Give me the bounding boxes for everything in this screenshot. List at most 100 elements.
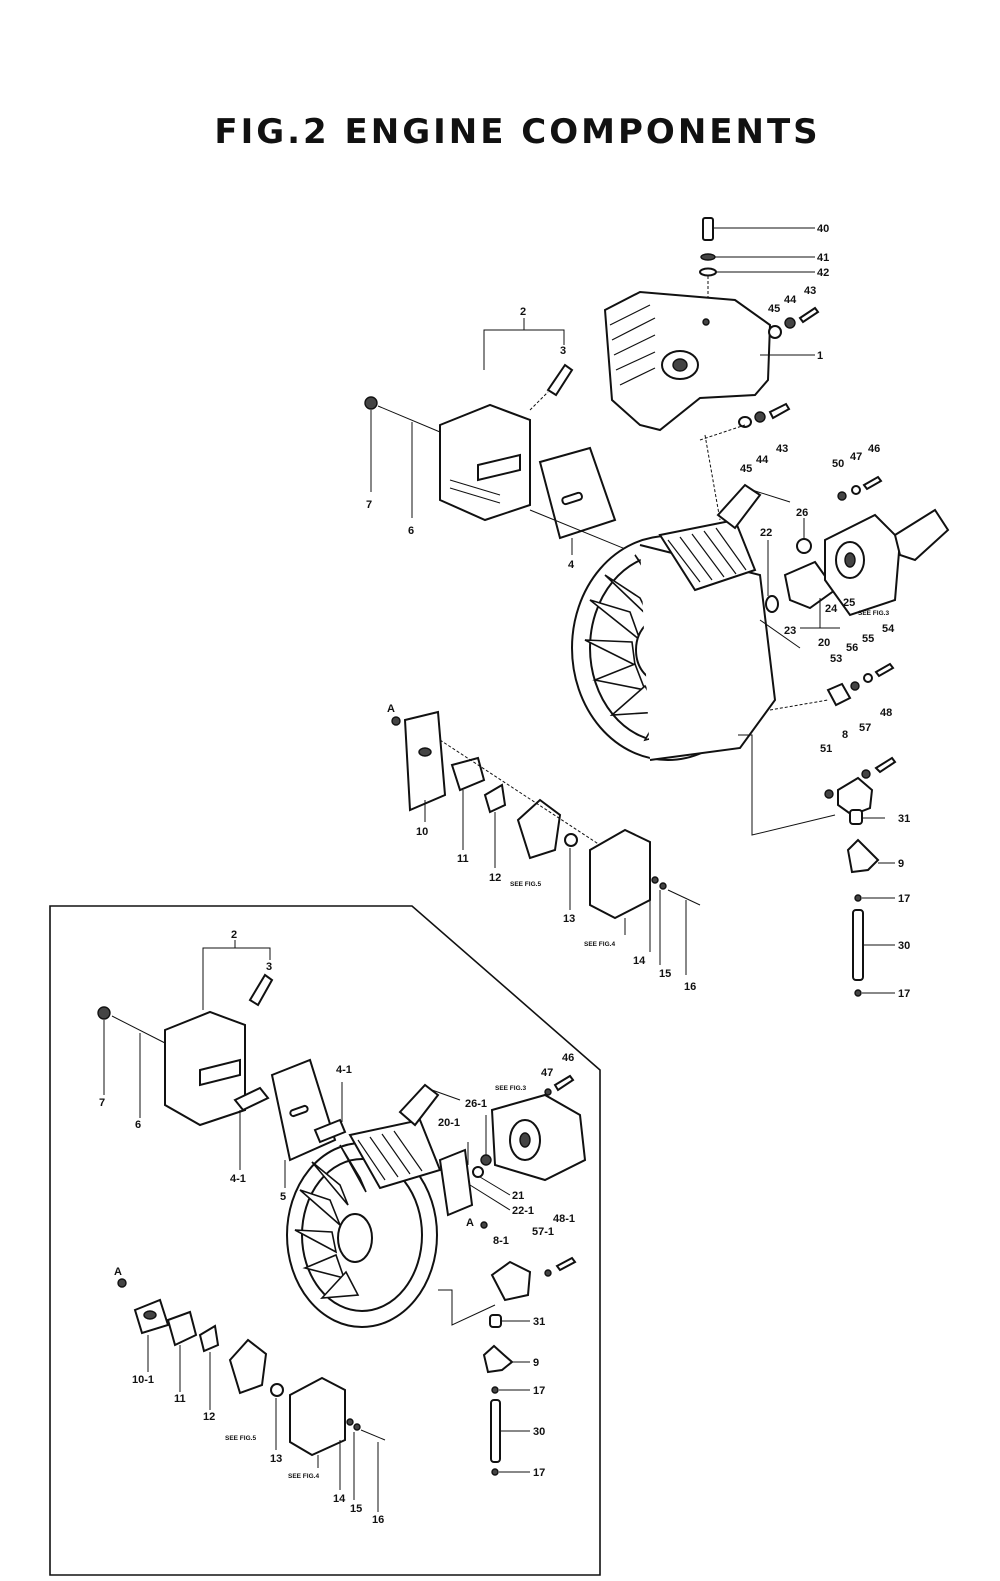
inset-label-47: 47 xyxy=(541,1067,553,1079)
muffler xyxy=(439,318,574,522)
inset-label-14: 14 xyxy=(333,1493,346,1505)
inset-label-10-1: 10-1 xyxy=(132,1374,154,1386)
inset-bracket xyxy=(438,1221,577,1326)
inset-label-22-1: 22-1 xyxy=(512,1205,534,1217)
inset-variant-view: 2 3 7 6 4-1 4-1 5 47 46 26-1 20-1 21 22-… xyxy=(49,905,601,1576)
inset-label-30: 30 xyxy=(533,1426,545,1438)
label-17b: 17 xyxy=(898,988,910,1000)
label-11: 11 xyxy=(457,853,469,865)
label-2: 2 xyxy=(520,306,526,318)
bracket-53-56 xyxy=(769,662,895,711)
inset-fuel-pickup xyxy=(482,1314,530,1476)
inset-label-4-1a: 4-1 xyxy=(336,1064,352,1076)
label-45b: 45 xyxy=(740,463,752,475)
label-9: 9 xyxy=(898,858,904,870)
label-23: 23 xyxy=(784,625,796,637)
inset-starter xyxy=(438,1074,587,1217)
label-43: 43 xyxy=(804,285,816,297)
label-24: 24 xyxy=(825,603,838,615)
label-50: 50 xyxy=(832,458,844,470)
label-42: 42 xyxy=(817,267,829,279)
label-17a: 17 xyxy=(898,893,910,905)
inset-label-11: 11 xyxy=(174,1393,186,1405)
starter-screws xyxy=(837,475,883,501)
fuel-pickup-main xyxy=(846,809,895,997)
label-22: 22 xyxy=(760,527,772,539)
inset-label-17a: 17 xyxy=(533,1385,545,1397)
label-8: 8 xyxy=(842,729,848,741)
inset-gaskets xyxy=(233,1058,347,1188)
inset-engine xyxy=(286,1083,461,1328)
inset-ref-see-fig5: SEE FIG.5 xyxy=(225,1435,256,1442)
ref-see-fig4: SEE FIG.4 xyxy=(584,941,615,948)
label-30: 30 xyxy=(898,940,910,952)
label-A: A xyxy=(387,703,395,715)
inset-label-2: 2 xyxy=(231,929,237,941)
carburetor-side xyxy=(391,710,701,975)
inset-label-17b: 17 xyxy=(533,1467,545,1479)
main-exploded-view: 40 41 42 43 44 45 1 2 3 7 6 45 44 43 50 … xyxy=(364,217,950,1000)
label-4: 4 xyxy=(568,559,575,571)
label-13: 13 xyxy=(563,913,575,925)
inset-label-13: 13 xyxy=(270,1453,282,1465)
label-44b: 44 xyxy=(756,454,769,466)
top-bolt-stack xyxy=(699,217,815,320)
label-3: 3 xyxy=(560,345,566,357)
cylinder-cover xyxy=(603,290,815,432)
inset-carburetor-side xyxy=(117,1278,386,1512)
label-26: 26 xyxy=(796,507,808,519)
label-45: 45 xyxy=(768,303,780,315)
label-48: 48 xyxy=(880,707,892,719)
inset-label-6: 6 xyxy=(135,1119,141,1131)
label-46: 46 xyxy=(868,443,880,455)
label-54: 54 xyxy=(882,623,895,635)
inset-label-20-1: 20-1 xyxy=(438,1117,460,1129)
label-7: 7 xyxy=(366,499,372,511)
label-6: 6 xyxy=(408,525,414,537)
inset-part-labels: 2 3 7 6 4-1 4-1 5 47 46 26-1 20-1 21 22-… xyxy=(99,929,575,1526)
inset-label-26-1: 26-1 xyxy=(465,1098,487,1110)
inset-label-7: 7 xyxy=(99,1097,105,1109)
label-14: 14 xyxy=(633,955,646,967)
ref-see-fig3: SEE FIG.3 xyxy=(858,610,889,617)
cover-screws-lower xyxy=(699,402,791,441)
inset-ref-see-fig4: SEE FIG.4 xyxy=(288,1473,319,1480)
ref-see-fig5: SEE FIG.5 xyxy=(510,881,541,888)
inset-label-9: 9 xyxy=(533,1357,539,1369)
label-12: 12 xyxy=(489,872,501,884)
inset-label-21: 21 xyxy=(512,1190,524,1202)
inset-label-5: 5 xyxy=(280,1191,286,1203)
label-47: 47 xyxy=(850,451,862,463)
bracket-8 xyxy=(738,734,897,836)
inset-label-48-1: 48-1 xyxy=(553,1213,575,1225)
inset-label-57-1: 57-1 xyxy=(532,1226,554,1238)
label-44: 44 xyxy=(784,294,797,306)
label-51: 51 xyxy=(820,743,832,755)
inset-label-3: 3 xyxy=(266,961,272,973)
label-16: 16 xyxy=(684,981,696,993)
muffler-bolt xyxy=(364,396,441,518)
starter-assembly xyxy=(759,508,950,649)
label-40: 40 xyxy=(817,223,829,235)
label-55: 55 xyxy=(862,633,874,645)
inset-ref-see-fig3: SEE FIG.3 xyxy=(495,1085,526,1092)
page-title: FIG.2 ENGINE COMPONENTS xyxy=(214,112,821,152)
label-57: 57 xyxy=(859,722,871,734)
muffler-plate xyxy=(529,446,641,556)
engine-block xyxy=(571,434,791,761)
inset-label-31: 31 xyxy=(533,1316,545,1328)
inset-label-8-1: 8-1 xyxy=(493,1235,509,1247)
inset-label-46: 46 xyxy=(562,1052,574,1064)
inset-label-4-1b: 4-1 xyxy=(230,1173,246,1185)
label-15: 15 xyxy=(659,968,671,980)
inset-label-16: 16 xyxy=(372,1514,384,1526)
label-10: 10 xyxy=(416,826,428,838)
label-20: 20 xyxy=(818,637,830,649)
label-1: 1 xyxy=(817,350,823,362)
inset-label-12: 12 xyxy=(203,1411,215,1423)
inset-muffler xyxy=(97,940,274,1127)
inset-label-A2: A xyxy=(114,1266,122,1278)
label-53: 53 xyxy=(830,653,842,665)
inset-label-A: A xyxy=(466,1217,474,1229)
